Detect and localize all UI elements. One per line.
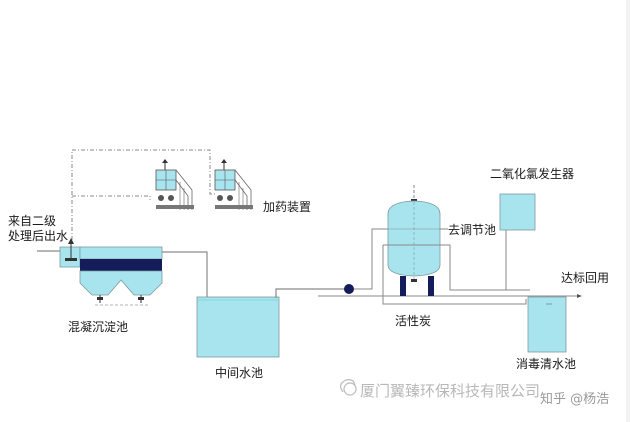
disinfection-tank [527,296,567,353]
coag-sedimentation-tank [59,238,163,306]
right-edge-strip [626,0,630,422]
pipe-pump-to-filter [354,228,390,290]
pipe-coag-to-mid [162,251,208,298]
pipe-filter-bypass [382,245,527,305]
dosing-line-inner [72,195,151,200]
carbon-filter-label: 活性炭 [395,314,432,328]
mixing-chamber [59,246,81,268]
pipe-mid-to-pump [275,288,349,298]
pump-icon [344,284,354,294]
middle-water-tank [196,296,280,358]
company-watermark: 厦门翼臻环保科技有限公司 [360,382,541,400]
inflow-label-line1: 来自二级 [8,214,57,228]
mid-tank-label: 中间水池 [215,366,264,380]
sludge-hoppers [79,270,163,296]
coag-tank-label: 混凝沉淀池 [68,320,129,334]
dosing-unit-1 [155,159,194,210]
dosing-dashed-lines [71,149,216,240]
activated-carbon-filter [387,185,441,296]
dosing-label: 加药装置 [263,200,312,214]
clo2-generator [499,193,536,231]
inclined-plate-pack [80,259,162,271]
dosing-unit-2 [214,159,253,210]
disinfection-tank-label: 消毒清水池 [516,357,577,371]
pipe-filter-out [383,244,470,291]
wechat-watermark-icon [340,379,357,396]
overlay-watermark: 知乎 @杨浩 [540,392,610,407]
clo2-generator-label: 二氧化氯发生器 [490,167,575,181]
dosing-line-outer [71,149,216,240]
reuse-label: 达标回用 [561,271,610,285]
regulating-tank-label: 去调节池 [448,223,497,237]
reuse-arrow-icon [577,294,582,298]
inflow-label-line2: 处理后出水 [8,229,69,243]
